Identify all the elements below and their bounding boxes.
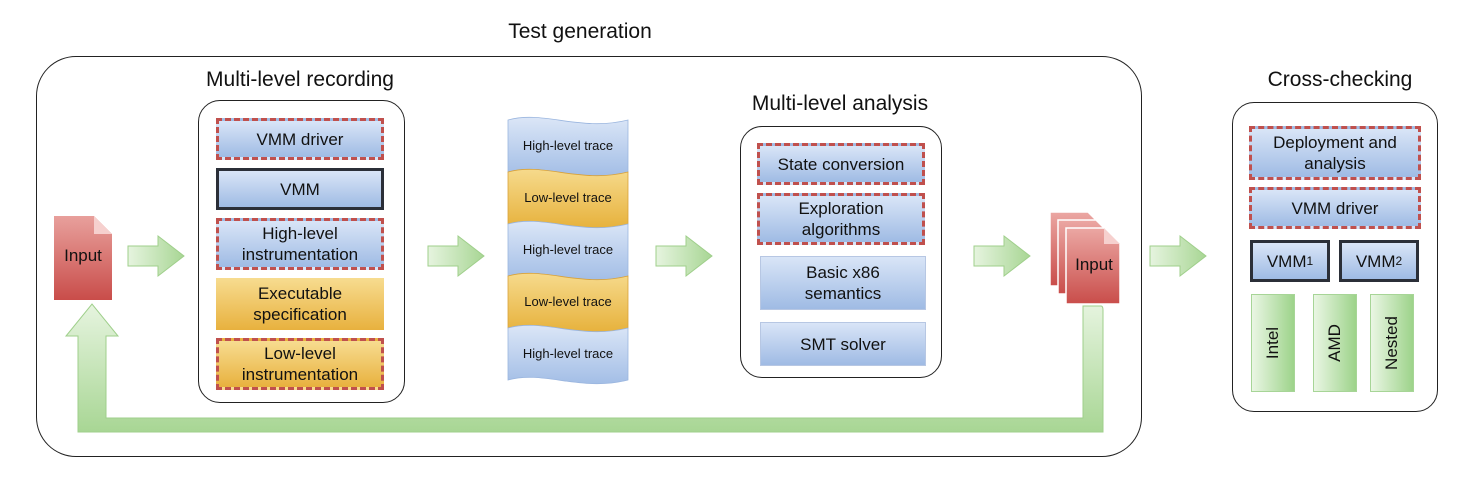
input-label: Input [64,246,102,265]
arrow-to-cross-checking [1149,234,1207,278]
traces-strip [507,116,629,385]
analysis-smt-solver: SMT solver [760,322,926,366]
analysis-state-conversion: State conversion [757,143,925,185]
trace-label-1: High-level trace [522,138,614,153]
platform-amd-label: AMD [1325,324,1344,362]
recording-high-level-instrumentation: High-level instrumentation [216,218,384,270]
recording-vmm-driver: VMM driver [216,118,384,160]
vmm1-label: VMM [1266,251,1307,271]
trace-label-5: High-level trace [522,346,614,361]
vmm1-subscript: 1 [1306,253,1314,268]
vmm2-subscript: 2 [1395,253,1403,268]
arrow-recording-to-traces [427,234,485,278]
recording-executable-specification: Executable specification [216,278,384,330]
test-generation-title: Test generation [508,20,652,43]
input-documents-stack-icon [1049,211,1121,305]
cross-vmm-driver: VMM driver [1249,187,1421,229]
recording-low-level-instrumentation: Low-level instrumentation [216,338,384,390]
output-input-label: Input [1075,255,1113,274]
recording-vmm: VMM [216,168,384,210]
input-document-icon [54,216,112,300]
arrow-input-to-recording [127,234,185,278]
platform-intel: Intel [1251,294,1295,392]
arrow-traces-to-analysis [655,234,713,278]
trace-label-2: Low-level trace [524,190,612,205]
recording-title: Multi-level recording [206,68,394,91]
platform-nested: Nested [1370,294,1414,392]
platform-nested-label: Nested [1382,316,1401,370]
cross-checking-title: Cross-checking [1267,68,1413,91]
cross-deployment-and-analysis: Deployment and analysis [1249,126,1421,180]
vmm2-label: VMM [1355,251,1396,271]
arrow-analysis-to-inputs [973,234,1031,278]
platform-intel-label: Intel [1263,326,1282,360]
trace-label-4: Low-level trace [524,294,612,309]
analysis-basic-x86-semantics: Basic x86 semantics [760,256,926,310]
trace-band-5 [507,324,629,385]
analysis-title: Multi-level analysis [751,92,929,115]
trace-label-3: High-level trace [522,242,614,257]
platform-amd: AMD [1313,294,1357,392]
analysis-exploration-algorithms: Exploration algorithms [757,193,925,245]
